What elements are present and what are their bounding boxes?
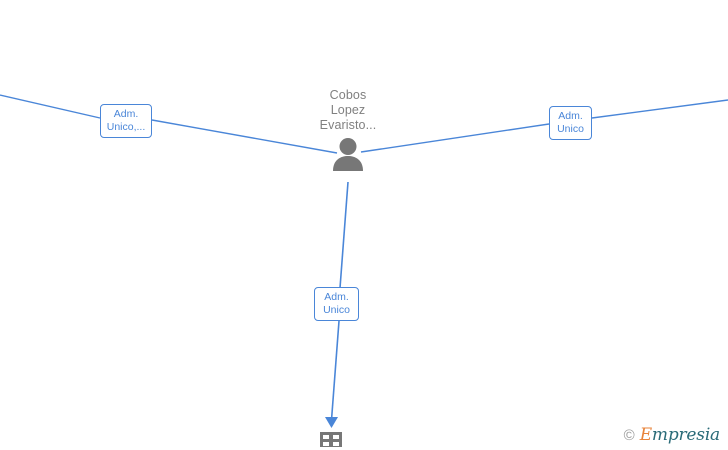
node-company[interactable] [306,432,356,447]
edge-down-lower [330,320,340,421]
watermark-empresia: © Empresia [623,425,721,445]
watermark-brand-rest: mpresia [651,425,720,445]
relation-label-right-text: Adm. Unico [557,110,584,135]
edge-left-outer [0,94,101,119]
edge-arrowhead-icon [325,417,338,428]
watermark-brand: Empresia [639,425,721,445]
person-icon [333,138,363,171]
relation-label-right[interactable]: Adm. Unico [549,106,592,140]
copyright-icon: © [623,427,635,444]
node-person-central[interactable]: Cobos Lopez Evaristo... [300,88,396,171]
relation-label-bottom[interactable]: Adm. Unico [314,287,359,321]
relation-label-bottom-text: Adm. Unico [323,291,350,316]
watermark-brand-initial: E [639,425,652,445]
relation-label-left-text: Adm. Unico,... [106,108,146,133]
edge-down-upper [339,181,349,289]
relation-label-left[interactable]: Adm. Unico,... [100,104,152,138]
edge-right-outer [591,99,728,119]
node-person-label: Cobos Lopez Evaristo... [319,88,377,132]
company-building-icon [320,432,342,447]
